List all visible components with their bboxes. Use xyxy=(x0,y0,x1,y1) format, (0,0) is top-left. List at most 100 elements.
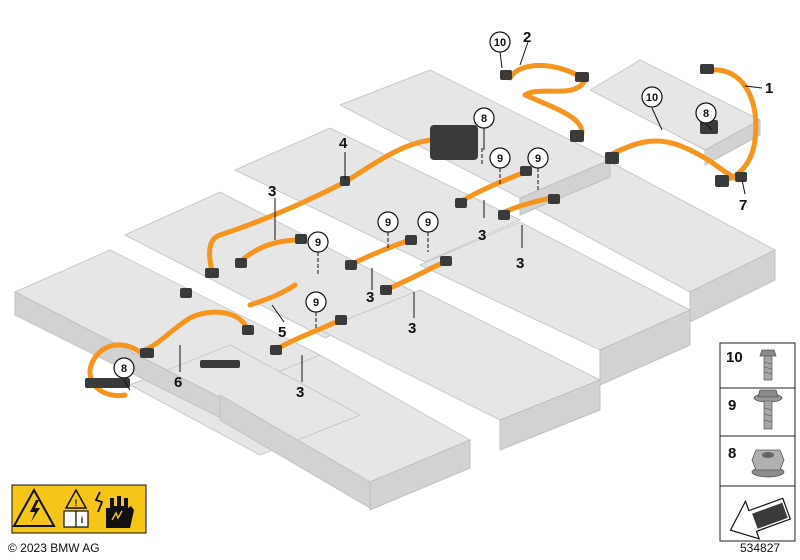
flange-bolt-icon xyxy=(753,389,783,430)
connector xyxy=(200,360,240,368)
svg-text:9: 9 xyxy=(497,153,503,165)
battery-module xyxy=(233,127,522,263)
legend-label-10: 10 xyxy=(726,349,743,366)
leader-line xyxy=(123,379,131,391)
svg-text:i: i xyxy=(81,515,84,525)
connector xyxy=(335,315,347,325)
read-manual-icon: ! i xyxy=(63,488,89,528)
connector xyxy=(242,325,254,335)
circled-callout-9: 9 xyxy=(417,211,439,233)
electric-hand-icon xyxy=(94,491,134,528)
connector xyxy=(235,258,247,268)
leader-line xyxy=(651,107,663,131)
cable-8-loop xyxy=(87,369,128,399)
cable-3d xyxy=(347,237,413,268)
battery-module xyxy=(128,344,362,456)
connector xyxy=(498,210,510,220)
callout-3: 3 xyxy=(296,384,304,401)
svg-text:8: 8 xyxy=(481,113,487,125)
svg-text:9: 9 xyxy=(425,217,431,229)
callout-7: 7 xyxy=(739,197,747,214)
screw-icon xyxy=(759,349,777,381)
cable-3e xyxy=(382,259,448,293)
circled-callout-9: 9 xyxy=(489,147,511,169)
callout-5: 5 xyxy=(278,324,286,341)
circled-callout-10: 10 xyxy=(641,86,663,108)
cable-7 xyxy=(607,138,738,181)
connector xyxy=(85,378,130,388)
circled-callout-10: 10 xyxy=(489,31,511,53)
connector xyxy=(140,348,154,358)
high-voltage-warning-icon xyxy=(12,487,56,527)
circled-callout-8: 8 xyxy=(473,107,495,129)
cable-5 xyxy=(247,282,298,308)
connector xyxy=(520,166,532,176)
callout-labels: 1 2 4 3 7 3 3 3 3 5 6 3 xyxy=(174,29,773,401)
cable-connectors xyxy=(85,64,747,388)
leader-line xyxy=(271,304,285,323)
connector xyxy=(548,194,560,204)
connector xyxy=(295,234,307,244)
svg-text:8: 8 xyxy=(121,363,127,375)
circled-callout-9: 9 xyxy=(527,147,549,169)
connector xyxy=(270,345,282,355)
connector xyxy=(440,256,452,266)
callout-6: 6 xyxy=(174,374,182,391)
cable-2 xyxy=(507,63,588,143)
battery-module-sides xyxy=(14,119,776,511)
connector xyxy=(700,64,714,74)
circled-callouts: 10 10 8 8 9 9 9 9 xyxy=(113,31,717,379)
callout-1: 1 xyxy=(765,80,773,97)
module-side xyxy=(219,394,371,509)
battery-modules xyxy=(13,59,777,483)
leader-line xyxy=(499,51,503,69)
part-number: 534827 xyxy=(740,541,781,555)
module-side xyxy=(369,439,471,511)
svg-text:!: ! xyxy=(75,498,78,508)
connector xyxy=(575,72,589,82)
svg-text:9: 9 xyxy=(535,153,541,165)
callout-3: 3 xyxy=(478,227,486,244)
svg-text:10: 10 xyxy=(494,37,506,49)
cable-4 xyxy=(207,137,433,275)
svg-text:10: 10 xyxy=(646,92,658,104)
connector xyxy=(605,152,619,164)
circled-callout-9: 9 xyxy=(305,291,327,313)
fastener-legend: 10 9 8 xyxy=(719,342,796,542)
connector xyxy=(340,176,350,186)
connector xyxy=(405,235,417,245)
leader-line xyxy=(705,123,713,131)
circled-callout-9: 9 xyxy=(307,231,329,253)
legend-label-9: 9 xyxy=(728,397,736,414)
circled-callout-9: 9 xyxy=(377,211,399,233)
connector xyxy=(180,288,192,298)
connector xyxy=(735,172,747,182)
callout-3: 3 xyxy=(366,289,374,306)
connector xyxy=(455,198,467,208)
svg-text:8: 8 xyxy=(703,108,709,120)
warning-label: ! i xyxy=(11,484,147,534)
direction-arrow-icon xyxy=(729,497,792,540)
circled-callout-8: 8 xyxy=(695,102,717,124)
cable-6 xyxy=(87,309,251,373)
leader-line xyxy=(744,85,763,89)
leader-lines xyxy=(123,41,763,391)
svg-text:9: 9 xyxy=(315,237,321,249)
connector xyxy=(205,268,219,278)
leader-line xyxy=(741,179,746,195)
callout-3: 3 xyxy=(516,255,524,272)
connector xyxy=(345,260,357,270)
callout-3: 3 xyxy=(268,183,276,200)
copyright-text: © 2023 BMW AG xyxy=(8,541,100,555)
connector xyxy=(500,70,512,80)
module-side xyxy=(704,119,761,166)
svg-text:9: 9 xyxy=(313,297,319,309)
connector xyxy=(715,175,729,187)
connector xyxy=(380,285,392,295)
callout-2: 2 xyxy=(523,29,531,46)
svg-text:9: 9 xyxy=(385,217,391,229)
connector xyxy=(570,130,584,142)
legend-label-8: 8 xyxy=(728,445,736,462)
module-side xyxy=(499,379,601,451)
leader-line xyxy=(519,41,529,66)
